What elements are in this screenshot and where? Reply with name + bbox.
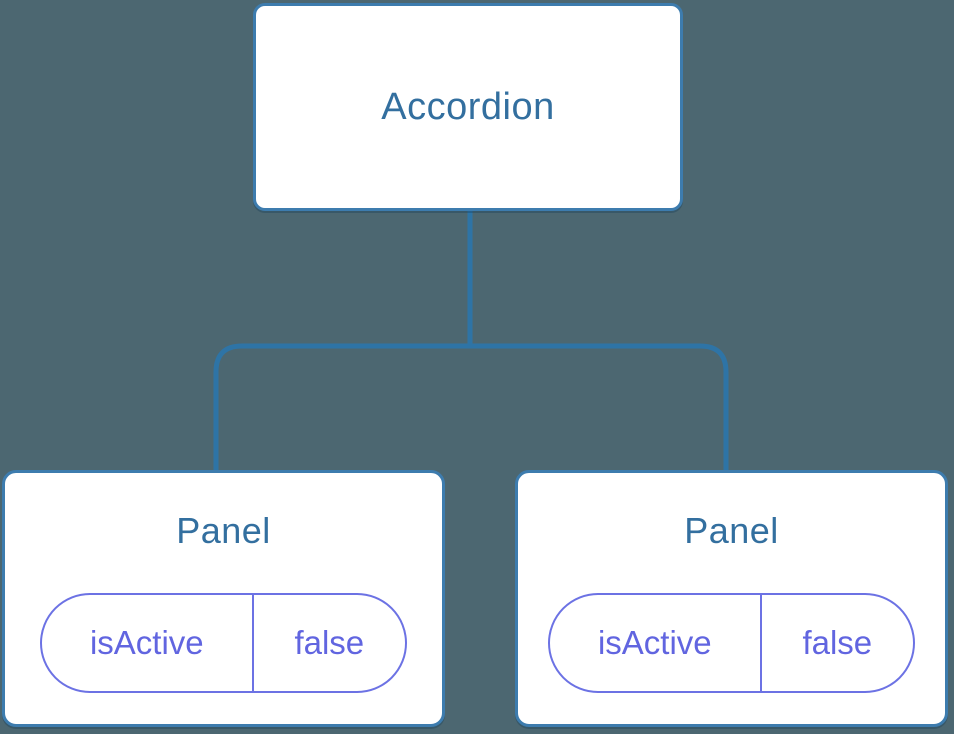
panel-node-right: Panel isActive false (515, 470, 948, 727)
panel-node-label: Panel (684, 510, 779, 551)
accordion-node-label: Accordion (381, 85, 555, 128)
state-key: isActive (550, 595, 762, 691)
state-pill: isActive false (548, 593, 915, 693)
panel-node-left: Panel isActive false (2, 470, 445, 727)
accordion-node: Accordion (253, 3, 683, 211)
state-value: false (802, 624, 873, 661)
state-key: isActive (42, 595, 254, 691)
connector-children-bracket (213, 343, 729, 470)
state-pill: isActive false (40, 593, 407, 693)
state-value: false (294, 624, 365, 661)
panel-node-label: Panel (176, 510, 271, 551)
